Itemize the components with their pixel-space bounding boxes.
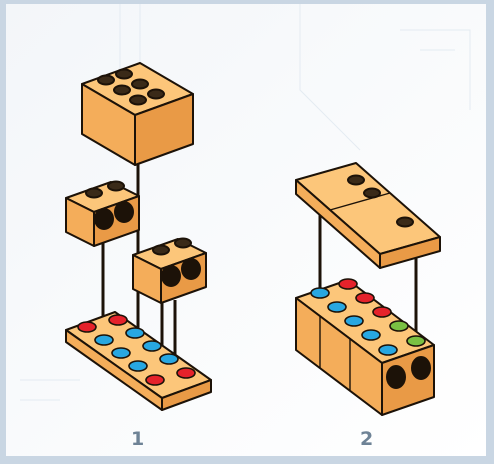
technic-brick-left <box>65 180 140 247</box>
red-stud <box>145 374 165 386</box>
blue-stud <box>125 327 145 339</box>
technic-hole <box>411 356 431 380</box>
blue-stud <box>159 353 179 365</box>
top-plate <box>295 162 441 269</box>
blue-stud <box>327 301 347 313</box>
base-plate <box>65 311 212 411</box>
blue-stud <box>94 334 114 346</box>
red-stud <box>355 292 375 304</box>
blue-stud <box>142 340 162 352</box>
step-number-1: 1 <box>131 428 145 450</box>
technic-hole <box>386 365 406 389</box>
blue-stud <box>344 315 364 327</box>
step-1-assembly <box>65 62 212 411</box>
step-number-2: 2 <box>360 428 374 450</box>
assembled-block <box>295 278 435 416</box>
plate-studs <box>77 314 196 386</box>
green-stud <box>389 320 409 332</box>
brick-2x3 <box>81 62 194 166</box>
red-stud <box>372 306 392 318</box>
green-stud <box>406 335 426 347</box>
blue-stud <box>111 347 131 359</box>
blue-stud <box>310 287 330 299</box>
step-2-assembly <box>295 162 441 416</box>
step-2-guide-lines <box>318 205 418 340</box>
red-stud <box>176 367 196 379</box>
blue-stud <box>128 360 148 372</box>
red-stud <box>338 278 358 290</box>
red-stud <box>108 314 128 326</box>
block-studs <box>310 278 426 356</box>
red-stud <box>77 321 97 333</box>
technic-brick-right <box>132 237 207 304</box>
studs <box>97 68 165 106</box>
blue-stud <box>378 344 398 356</box>
blue-stud <box>361 329 381 341</box>
